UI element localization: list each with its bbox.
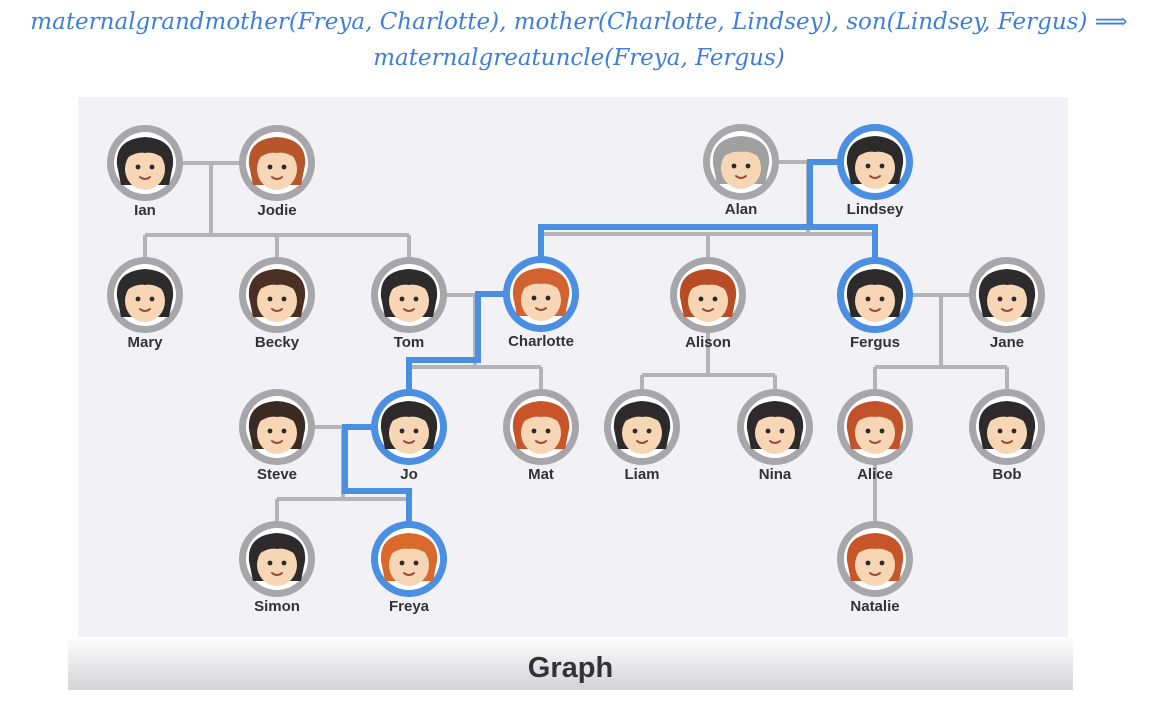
person-becky: Becky — [239, 257, 315, 351]
face-icon — [679, 269, 737, 322]
person-tom: Tom — [371, 257, 447, 351]
person-name: Jodie — [257, 202, 296, 219]
face-icon — [512, 401, 570, 454]
person-name: Mat — [528, 466, 554, 483]
face-icon — [846, 136, 904, 189]
person-name: Liam — [624, 466, 659, 483]
face-icon — [846, 401, 904, 454]
caption-bar: Graph — [68, 637, 1073, 690]
face-icon — [846, 269, 904, 322]
person-liam: Liam — [604, 389, 680, 483]
person-mat: Mat — [503, 389, 579, 483]
person-fergus: Fergus — [837, 257, 913, 351]
formula-conclusion: maternalgreatuncle(Freya, Fergus) — [373, 45, 785, 71]
face-icon — [978, 269, 1036, 322]
person-name: Ian — [134, 202, 156, 219]
person-name: Steve — [257, 466, 297, 483]
person-name: Simon — [254, 598, 300, 615]
face-icon — [116, 269, 174, 322]
face-icon — [380, 269, 438, 322]
person-alice: Alice — [837, 389, 913, 483]
face-icon — [846, 533, 904, 586]
person-name: Alan — [725, 201, 758, 218]
caption-label: Graph — [527, 652, 614, 684]
person-name: Mary — [127, 334, 163, 351]
rule-formula: maternalgrandmother(Freya, Charlotte), m… — [0, 4, 1158, 76]
person-mary: Mary — [107, 257, 183, 351]
person-name: Charlotte — [508, 333, 574, 350]
face-icon — [712, 136, 770, 189]
person-steve: Steve — [239, 389, 315, 483]
person-bob: Bob — [969, 389, 1045, 483]
person-lindsey: Lindsey — [837, 124, 913, 218]
face-icon — [248, 401, 306, 454]
person-name: Tom — [394, 334, 425, 351]
person-name: Natalie — [850, 598, 899, 615]
highlight-edge-2 — [538, 159, 841, 260]
face-icon — [116, 137, 174, 190]
person-natalie: Natalie — [837, 521, 913, 615]
face-icon — [248, 269, 306, 322]
face-icon — [746, 401, 804, 454]
person-name: Jo — [400, 466, 418, 483]
face-icon — [380, 401, 438, 454]
person-simon: Simon — [239, 521, 315, 615]
person-name: Becky — [255, 334, 300, 351]
highlight-edge-3 — [810, 224, 878, 261]
formula-premises: maternalgrandmother(Freya, Charlotte), m… — [30, 9, 1128, 35]
highlight-edge-0 — [342, 424, 412, 559]
person-nina: Nina — [737, 389, 813, 483]
face-icon — [248, 137, 306, 190]
person-name: Alice — [857, 466, 893, 483]
person-name: Jane — [990, 334, 1024, 351]
person-name: Freya — [389, 598, 430, 615]
face-icon — [613, 401, 671, 454]
face-icon — [248, 533, 306, 586]
person-alison: Alison — [670, 257, 746, 351]
face-icon — [512, 268, 570, 321]
person-jo: Jo — [371, 389, 447, 483]
person-charlotte: Charlotte — [503, 256, 579, 350]
person-ian: Ian — [107, 125, 183, 219]
person-name: Fergus — [850, 334, 900, 351]
person-name: Lindsey — [847, 201, 904, 218]
person-jodie: Jodie — [239, 125, 315, 219]
highlighted-path — [342, 159, 878, 559]
person-jane: Jane — [969, 257, 1045, 351]
face-icon — [978, 401, 1036, 454]
person-freya: Freya — [371, 521, 447, 615]
person-name: Alison — [685, 334, 731, 351]
person-name: Bob — [992, 466, 1021, 483]
person-alan: Alan — [703, 124, 779, 218]
person-name: Nina — [759, 466, 792, 483]
highlight-edge-1 — [406, 291, 507, 393]
face-icon — [380, 533, 438, 586]
